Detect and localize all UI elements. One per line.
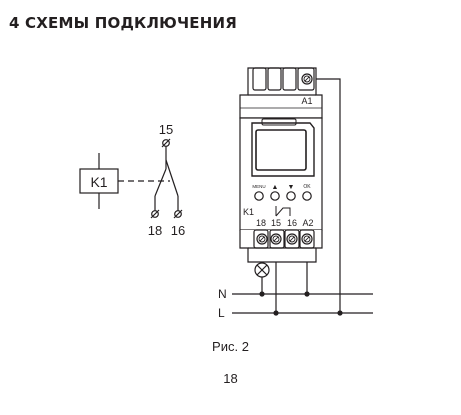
display-screen — [255, 129, 307, 171]
figure-caption: Рис. 2 — [212, 339, 249, 354]
din-rail-device — [239, 67, 323, 263]
ok-button-label: OK — [303, 184, 311, 190]
contact-label-18: 18 — [148, 223, 162, 238]
screw-terminal-a1 — [301, 73, 313, 85]
screw-terminal-18 — [256, 233, 268, 245]
down-button — [286, 191, 296, 201]
up-button — [270, 191, 280, 201]
ok-button — [302, 191, 312, 201]
section-heading: 4 СХЕМЫ ПОДКЛЮЧЕНИЯ — [9, 14, 237, 32]
contact-label-15: 15 — [159, 122, 173, 137]
device-terminal-a2: A2 — [302, 218, 313, 228]
contact-switch-arm — [165, 159, 179, 197]
device-terminal-16: 16 — [287, 218, 297, 228]
page-number: 18 — [223, 371, 238, 386]
screw-terminal-15 — [270, 233, 282, 245]
device-label-k1: K1 — [243, 207, 254, 217]
menu-button-label: MENU — [252, 184, 265, 189]
down-button-label: ▼ — [288, 184, 295, 191]
live-label: L — [218, 306, 225, 320]
lamp-icon — [254, 262, 270, 278]
device-terminal-18: 18 — [256, 218, 266, 228]
menu-button — [254, 191, 264, 201]
up-button-label: ▲ — [272, 184, 279, 191]
device-terminal-15: 15 — [271, 218, 281, 228]
screw-terminal-16 — [286, 233, 298, 245]
device-front-face — [239, 117, 323, 231]
junction-dots — [259, 291, 343, 316]
neutral-label: N — [218, 287, 227, 301]
terminal-15-mark — [161, 138, 171, 148]
wiring — [232, 78, 373, 314]
a1-to-live-wire — [307, 78, 341, 313]
relay-coil-label: K1 — [90, 174, 107, 190]
device-label-a1: A1 — [301, 96, 312, 106]
terminal-18-mark — [150, 209, 160, 219]
contact-label-16: 16 — [171, 223, 185, 238]
screw-terminal-a2 — [301, 233, 313, 245]
terminal-16-mark — [173, 209, 183, 219]
